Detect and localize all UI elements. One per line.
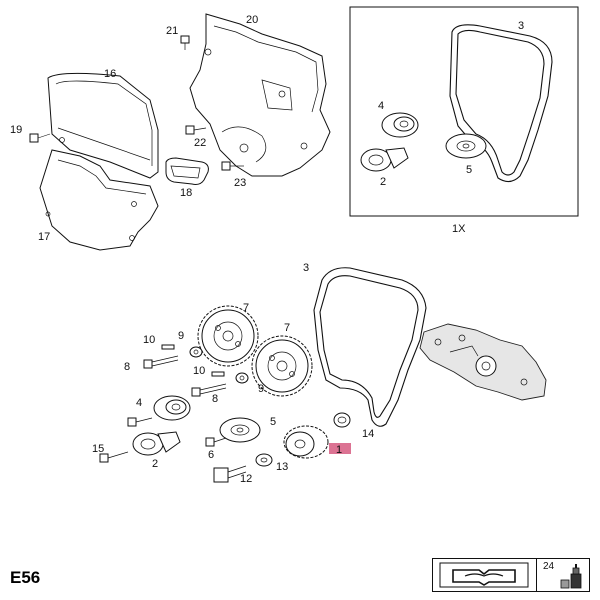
camshaft-sprocket-right xyxy=(251,335,313,397)
callout-2: 2 xyxy=(152,458,158,470)
callout-14: 14 xyxy=(362,428,374,440)
cover-gasket xyxy=(165,157,209,185)
bolt-15 xyxy=(99,451,129,463)
highlighted-part-marker xyxy=(329,443,351,454)
sprocket-bolt-lower xyxy=(191,383,227,397)
callout-15: 15 xyxy=(92,443,104,455)
callout-5-kit: 5 xyxy=(466,164,472,176)
callout-4: 4 xyxy=(136,397,142,409)
callout-2-kit: 2 xyxy=(380,176,386,188)
callout-20: 20 xyxy=(246,14,258,26)
section-code: E56 xyxy=(10,568,41,587)
timing-cover-lower xyxy=(39,149,159,251)
bolt-6 xyxy=(205,437,227,447)
callout-1: 1 xyxy=(336,444,342,456)
callout-7-left: 7 xyxy=(243,302,249,314)
oil-pump-housing xyxy=(419,323,547,401)
callout-8-upper: 8 xyxy=(124,361,130,373)
callout-3: 3 xyxy=(303,262,309,274)
callout-9-upper: 9 xyxy=(178,330,184,342)
bolt-23 xyxy=(221,161,244,171)
tensioner-assembly-kit xyxy=(360,147,409,172)
washer-upper xyxy=(189,346,203,358)
callout-16: 16 xyxy=(104,68,116,80)
callout-3-kit: 3 xyxy=(518,20,524,32)
callout-13: 13 xyxy=(276,461,288,473)
callout-17: 17 xyxy=(38,231,50,243)
kit-frame xyxy=(349,6,579,217)
callout-19: 19 xyxy=(10,124,22,136)
washer-lower xyxy=(235,372,249,384)
camshaft-sprocket-left xyxy=(197,305,259,367)
footer-reference-box: 24 xyxy=(432,558,590,592)
pin-upper xyxy=(161,344,175,350)
footer-reference-number: 24 xyxy=(543,561,555,572)
bolt-22 xyxy=(185,125,207,135)
tensioner-bolt xyxy=(127,417,153,427)
callout-18: 18 xyxy=(180,187,192,199)
tensioner-assembly xyxy=(132,431,181,456)
pin-lower xyxy=(211,371,225,377)
callout-10-lower: 10 xyxy=(193,365,205,377)
callout-9-lower: 9 xyxy=(258,383,264,395)
callout-5: 5 xyxy=(270,416,276,428)
footer-divider xyxy=(536,559,537,591)
bolt-21 xyxy=(180,35,190,50)
callout-4-kit: 4 xyxy=(378,100,384,112)
callout-7-right: 7 xyxy=(284,322,290,334)
bolt-19 xyxy=(29,133,51,143)
idler-pulley-kit xyxy=(445,133,487,159)
callout-8-lower: 8 xyxy=(212,393,218,405)
callout-23: 23 xyxy=(234,177,246,189)
kit-quantity: 1X xyxy=(452,223,466,235)
timing-housing-rear xyxy=(189,13,331,177)
timing-cover-outer xyxy=(47,72,159,179)
open-book-icon xyxy=(439,562,529,588)
callout-22: 22 xyxy=(194,137,206,149)
washer-13 xyxy=(255,453,273,467)
callout-6: 6 xyxy=(208,449,214,461)
callout-21: 21 xyxy=(166,25,178,37)
sprocket-bolt-upper xyxy=(143,355,179,369)
callout-12: 12 xyxy=(240,473,252,485)
callout-10-upper: 10 xyxy=(143,334,155,346)
idler-pulley xyxy=(219,417,261,443)
crank-bolt xyxy=(213,465,247,483)
tensioner-roller xyxy=(153,395,191,421)
grease-tube-icon xyxy=(560,564,582,589)
crankshaft-sprocket xyxy=(283,425,329,459)
tensioner-roller-kit xyxy=(381,112,419,138)
timing-belt xyxy=(313,267,427,427)
spacer-ring xyxy=(333,412,351,428)
